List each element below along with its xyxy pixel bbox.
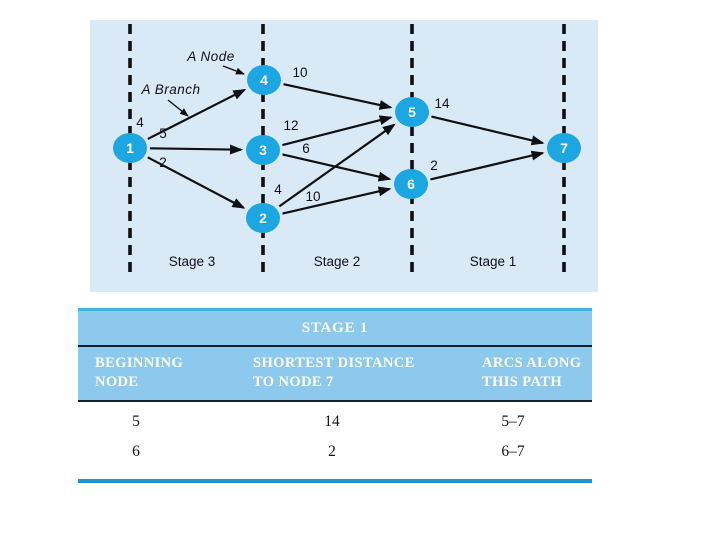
stage-caption: Stage 2 — [314, 254, 361, 269]
table-row: 5 14 5–7 — [78, 407, 592, 437]
cell-shortest-distance: 14 — [324, 413, 340, 430]
annotation-arrow — [167, 99, 189, 117]
table-bottom-rule — [78, 479, 592, 483]
node-number: 5 — [408, 104, 416, 120]
cell-arcs-path: 5–7 — [501, 413, 525, 430]
annotation-text: A Branch — [140, 82, 200, 97]
annotation-text: A Node — [186, 49, 235, 64]
node-7[interactable]: 7 — [547, 133, 581, 163]
arc-distance-label: 5 — [159, 126, 167, 141]
arc-distance-label: 10 — [292, 65, 307, 80]
branch-arc-2-5 — [278, 123, 396, 208]
column-header-shortest-distance: SHORTEST DISTANCE TO NODE 7 — [253, 355, 415, 390]
node-6[interactable]: 6 — [394, 169, 428, 199]
arc-distance-label: 12 — [283, 118, 298, 133]
node-number: 2 — [259, 210, 267, 226]
arc-distance-label: 2 — [159, 155, 167, 170]
table-header-row: BEGINNING NODE SHORTEST DISTANCE TO NODE… — [78, 347, 592, 400]
table-top-rule — [78, 308, 592, 311]
arc-distance-label: 14 — [434, 96, 450, 111]
node-number: 3 — [259, 142, 267, 158]
arc-distance-label: 6 — [302, 141, 310, 156]
node-number: 1 — [126, 140, 134, 156]
node-number: 6 — [407, 176, 415, 192]
stage-caption: Stage 1 — [470, 254, 517, 269]
stage1-table: STAGE 1 BEGINNING NODE SHORTEST DISTANCE… — [78, 308, 592, 483]
branch-arc-6-7 — [430, 150, 545, 181]
cell-beginning-node: 5 — [132, 413, 140, 430]
arc-distance-label: 4 — [274, 182, 282, 197]
node-3[interactable]: 3 — [246, 135, 280, 165]
table-rule — [78, 345, 592, 347]
cell-shortest-distance: 2 — [328, 443, 336, 460]
table-title: STAGE 1 — [301, 319, 369, 336]
cell-arcs-path: 6–7 — [501, 443, 525, 460]
arc-distance-label: 4 — [136, 115, 144, 130]
table-row: 6 2 6–7 — [78, 437, 592, 467]
node-5[interactable]: 5 — [395, 97, 429, 127]
cell-beginning-node: 6 — [132, 443, 140, 460]
branch-arc-2-6 — [282, 186, 392, 215]
node-number: 4 — [260, 72, 268, 88]
branch-arc-1-2 — [147, 156, 246, 209]
table-rule — [78, 400, 592, 402]
arc-distance-label: 2 — [430, 158, 438, 173]
node-4[interactable]: 4 — [247, 65, 281, 95]
node-1[interactable]: 1 — [113, 133, 147, 163]
column-header-arcs-along-path: ARCS ALONG THIS PATH — [482, 355, 582, 390]
node-number: 7 — [560, 140, 568, 156]
branch-arc-3-5 — [282, 115, 393, 147]
node-2[interactable]: 2 — [246, 203, 280, 233]
branch-arc-4-5 — [283, 83, 393, 110]
annotation-arrow — [222, 65, 245, 75]
column-header-beginning-node: BEGINNING NODE — [95, 355, 184, 390]
branch-arc-5-7 — [431, 115, 545, 146]
branch-arc-1-3 — [149, 144, 244, 155]
branch-arc-1-4 — [147, 88, 247, 140]
table-body: 5 14 5–7 6 2 6–7 — [78, 407, 592, 479]
arc-distance-label: 10 — [305, 189, 320, 204]
table-title-band: STAGE 1 — [78, 311, 592, 345]
stage-caption: Stage 3 — [169, 254, 216, 269]
